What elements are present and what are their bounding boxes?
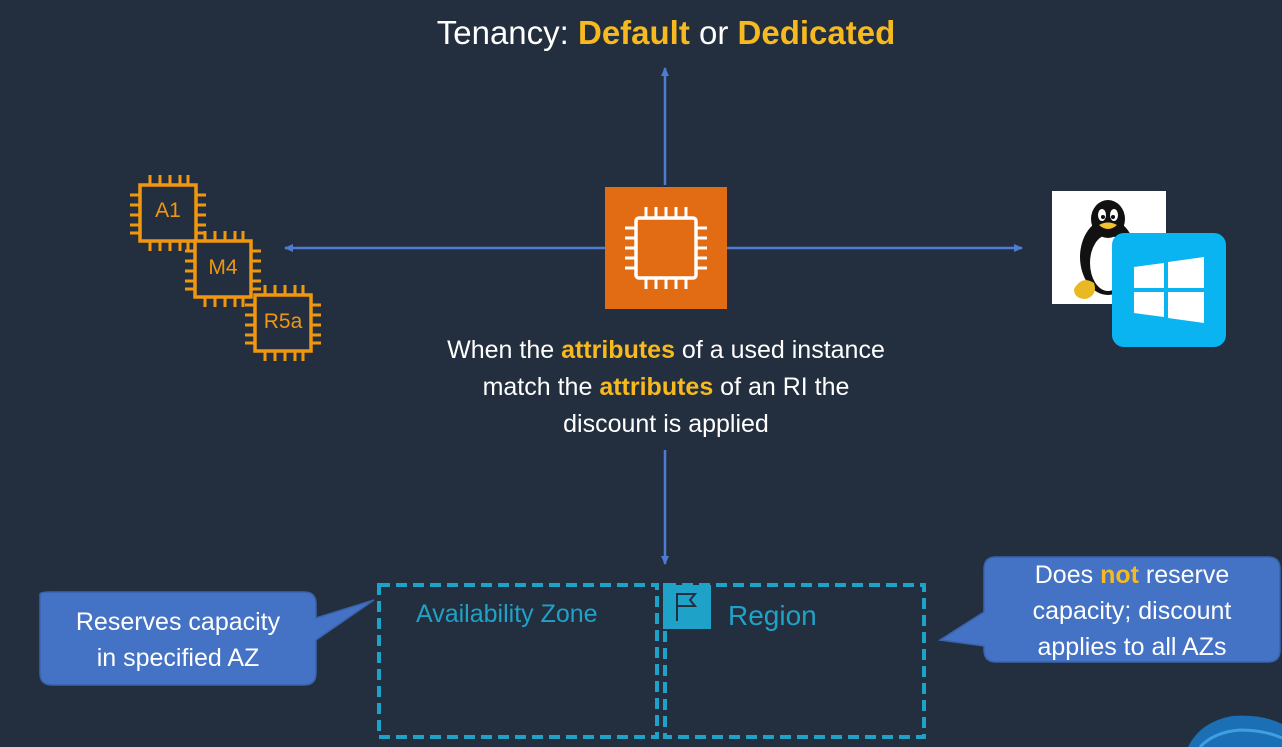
chip-m4-label: M4 [208,256,238,279]
region-box [663,583,926,739]
ec2-instance-icon [605,187,727,309]
tenancy-dedicated: Dedicated [737,14,896,51]
caption-line-2: match the attributes of an RI the [482,373,850,401]
tenancy-default: Default [578,14,690,51]
availability-zone-box [377,583,659,739]
caption-line-3: discount is applied [563,410,769,438]
callout-left-line-2: in specified AZ [96,644,260,672]
callout-left-bubble [39,591,375,686]
caption-highlight-2: attributes [599,373,714,401]
chip-a1-icon [130,175,206,251]
callout-right-text: Does not reserve capacity; discount appl… [984,557,1280,665]
region-label: Region [728,600,817,631]
availability-zone-label: Availability Zone [416,600,598,628]
callout-right-line-2: capacity; discount [1032,597,1232,625]
callout-right-line-1: Does not reserve [1034,561,1230,589]
windows-logo-icon [1112,233,1226,347]
callout-right-highlight: not [1100,561,1139,589]
title-separator: or [689,14,738,51]
callout-left-text: Reserves capacity in specified AZ [40,604,316,676]
chip-a1-label: A1 [155,199,181,222]
chip-m4-icon [185,231,261,307]
callout-right-bubble [937,556,1281,663]
region-flag-icon [663,585,711,629]
caption-line-1: When the attributes of a used instance [447,336,885,364]
diagram-title: Tenancy: Default or Dedicated [0,14,1282,52]
title-prefix: Tenancy: [436,14,578,51]
chip-r5a-icon [245,285,321,361]
attribute-match-caption: When the attributes of a used instance m… [400,332,932,443]
chip-r5a-label: R5a [263,310,303,333]
callout-left-line-1: Reserves capacity [75,608,281,636]
callout-right-line-3: applies to all AZs [1037,633,1227,661]
caption-highlight-1: attributes [561,336,675,364]
